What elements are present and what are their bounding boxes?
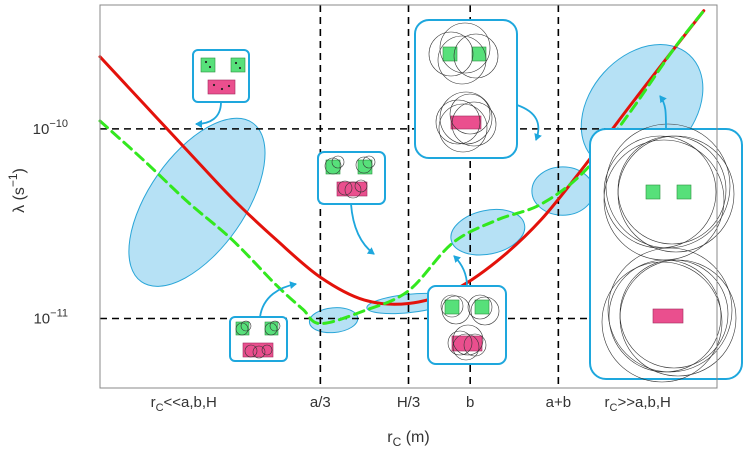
circle-outline (607, 247, 733, 373)
dot (204, 60, 208, 64)
axis-labels: rC<<a,b,H a/3 H/3 b a+b rC>>a,b,H 10−10 10−11 rC… (6, 118, 671, 449)
x-tick-label: a+b (546, 394, 571, 411)
circle-outline (244, 344, 258, 358)
circle-outline (441, 295, 471, 325)
cluster-ellipse (450, 208, 526, 256)
circle-outline (467, 294, 493, 320)
y-tick-label: 10−11 (33, 307, 68, 327)
pink-rectangle (242, 342, 274, 358)
circle-outline (601, 261, 723, 383)
dot (212, 83, 216, 87)
green-square (325, 159, 341, 175)
green-square (200, 57, 216, 73)
pointer-arrow (259, 281, 297, 318)
green-square (676, 184, 692, 200)
green-square (471, 46, 487, 62)
circle-outline (269, 320, 281, 332)
circle-outline (452, 333, 480, 361)
y-axis-title: λ (s−1) (6, 168, 28, 213)
circle-outline (447, 330, 473, 356)
circle-outline (261, 344, 273, 356)
dot (238, 66, 242, 70)
green-square (474, 299, 490, 315)
circle-outline (440, 294, 464, 318)
dot (220, 87, 224, 91)
green-square (442, 46, 458, 62)
x-tick-label: rC>>a,b,H (605, 394, 671, 414)
circle-outline (362, 155, 376, 169)
pointer-arrow (453, 255, 468, 287)
x-tick-label: rC<<a,b,H (151, 394, 217, 414)
pointer-arrow (350, 203, 375, 255)
circle-outline (355, 156, 373, 174)
pink-rectangle (207, 79, 236, 95)
circle-outline (331, 155, 345, 169)
pointer-arrow (195, 101, 222, 128)
green-square (645, 184, 661, 200)
circle-outline (337, 180, 353, 196)
dot (208, 65, 212, 69)
circle-outline (437, 35, 487, 85)
circle-outline (617, 135, 727, 245)
circle-outline (344, 181, 362, 199)
pointer-arrow (516, 104, 542, 141)
y-tick-label: 10−10 (33, 118, 68, 138)
inset-diagrams (192, 19, 743, 383)
x-tick-label: b (466, 394, 474, 411)
x-tick-label: H/3 (397, 394, 420, 411)
cluster-ellipse (128, 117, 266, 287)
circle-outline (354, 179, 368, 193)
circle-outline (603, 135, 717, 249)
plot-frame (99, 4, 718, 389)
circle-outline (451, 101, 497, 147)
plot-border (99, 4, 718, 389)
circle-outline (240, 320, 252, 332)
pink-rectangle (450, 115, 482, 130)
inset-box-huge (589, 128, 743, 380)
circle-outline (470, 296, 500, 326)
green-square (444, 299, 460, 315)
pink-rectangle (451, 335, 483, 352)
circle-outline (435, 99, 481, 145)
circle-outline (449, 93, 491, 135)
dot (227, 84, 231, 88)
circle-outline (324, 157, 342, 175)
circle-outline (453, 33, 499, 79)
circle-outline (252, 345, 266, 359)
x-axis-title: rC (m) (387, 429, 429, 449)
circle-outline (428, 31, 474, 77)
dot (234, 61, 238, 65)
circle-outline (452, 324, 484, 356)
solid-red-series (98, 9, 706, 306)
circle-outline (438, 103, 488, 153)
inset-box-large (414, 19, 518, 159)
pink-rectangle (652, 308, 684, 324)
circle-outline (439, 22, 491, 74)
circle-outline (439, 91, 493, 145)
circle-outline (619, 259, 729, 369)
green-square (230, 57, 246, 73)
pointer-arrow (659, 95, 667, 130)
x-tick-label: a/3 (310, 394, 331, 411)
